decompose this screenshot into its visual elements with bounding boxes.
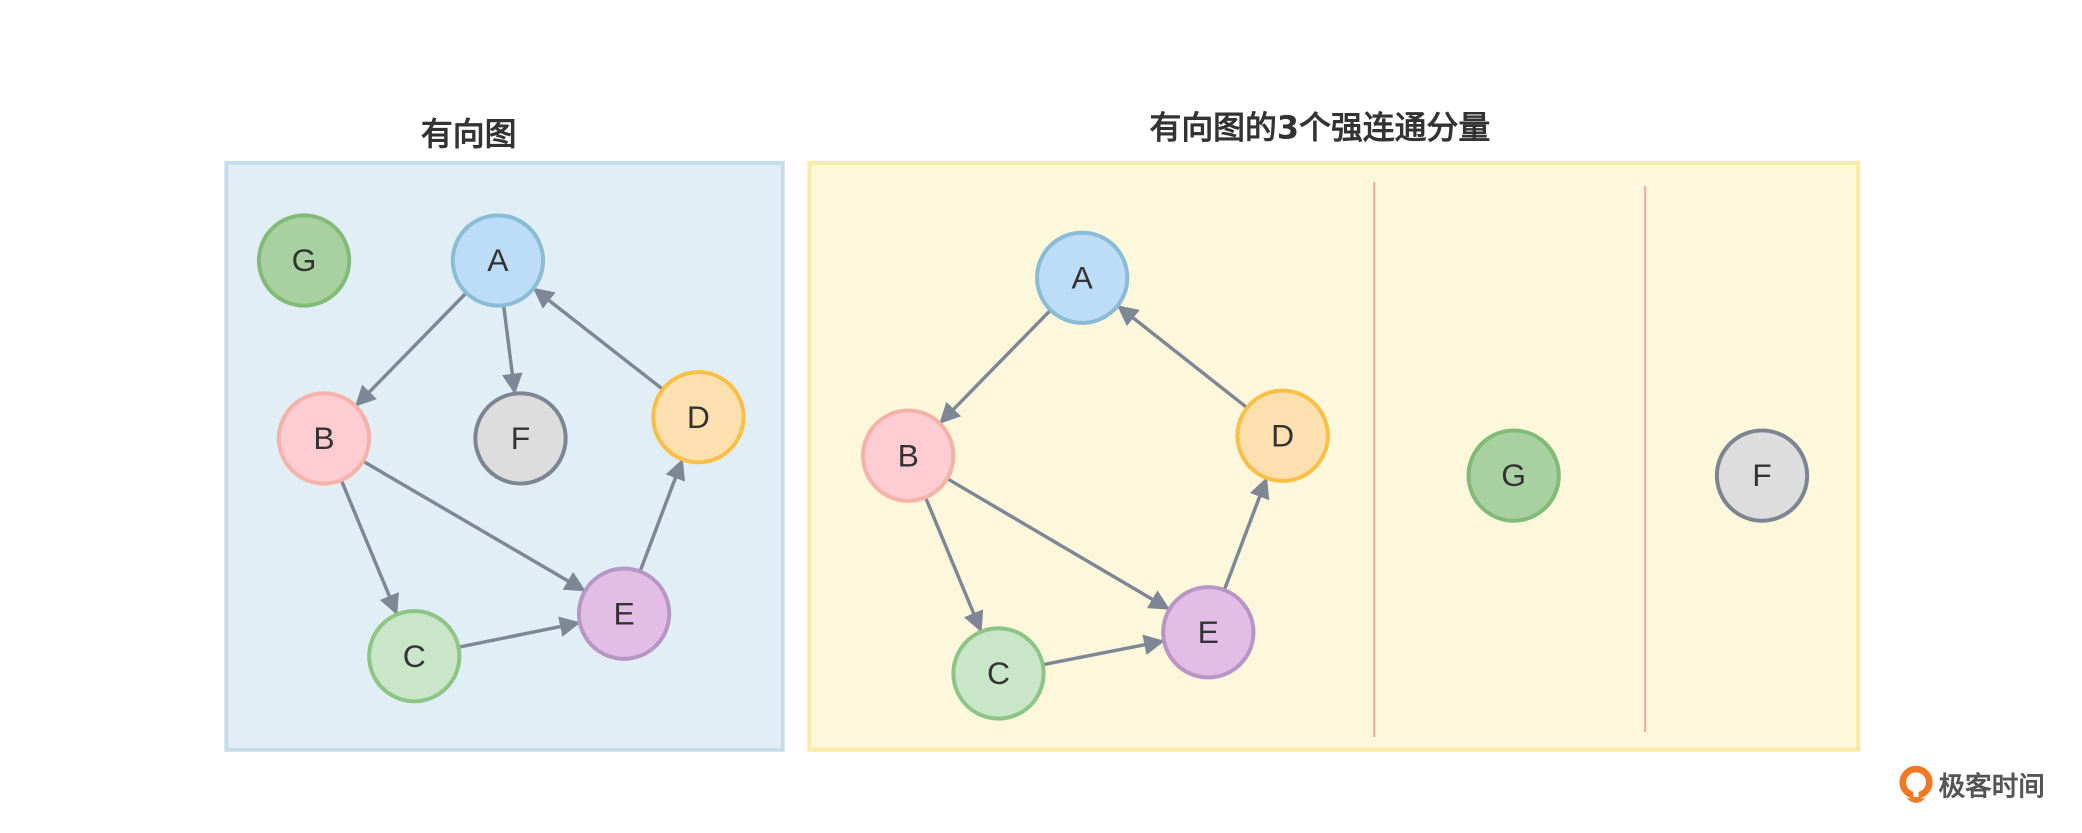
right-panel-node-a: A	[1035, 230, 1130, 325]
node-circle	[1035, 230, 1130, 325]
right-panel-edge-d-to-a	[1117, 305, 1249, 410]
node-label: E	[613, 595, 634, 631]
geektime-logo-icon	[1899, 765, 1933, 803]
node-label: B	[313, 420, 334, 456]
node-circle	[473, 391, 568, 486]
node-label: C	[403, 638, 426, 674]
watermark: 极客时间	[1899, 765, 2045, 803]
right-panel-node-e: E	[1161, 585, 1256, 680]
node-circle	[256, 213, 352, 308]
right-panel-edge-c-to-e	[1042, 634, 1165, 667]
left-panel-node-a: A	[450, 213, 546, 308]
node-label: F	[511, 420, 530, 456]
node-label: E	[1198, 614, 1219, 650]
left-panel-node-d: D	[651, 370, 746, 465]
node-circle	[861, 408, 956, 503]
node-label: G	[292, 242, 317, 278]
right-panel-edge-e-to-d	[1222, 477, 1270, 591]
left-panel-node-b: B	[276, 391, 372, 486]
left-panel-edge-c-to-e	[458, 616, 581, 649]
left-panel-edge-e-to-d	[638, 458, 686, 573]
right-panel-node-b: B	[861, 408, 956, 503]
node-circle	[450, 213, 546, 308]
right-panel-node-d: D	[1235, 388, 1330, 483]
node-label: D	[1271, 417, 1294, 453]
left-panel-edge-b-to-c	[339, 479, 399, 616]
left-panel-node-e: E	[576, 566, 672, 661]
node-label: F	[1752, 457, 1771, 493]
node-label: G	[1501, 457, 1526, 493]
left-panel-node-g: G	[256, 213, 352, 308]
node-label: C	[987, 655, 1010, 691]
node-circle	[1235, 388, 1330, 483]
node-circle	[576, 566, 672, 661]
left-panel-title: 有向图	[421, 115, 517, 153]
node-label: A	[487, 242, 509, 278]
left-panel-edge-d-to-a	[532, 287, 664, 391]
node-circle	[651, 370, 746, 465]
node-circle	[1466, 428, 1561, 523]
node-label: B	[898, 437, 919, 473]
node-circle	[276, 391, 372, 486]
right-panel-edge-b-to-e	[946, 477, 1171, 611]
right-panel-edge-a-to-b	[939, 308, 1052, 424]
watermark-text: 极客时间	[1939, 772, 2045, 803]
node-circle	[951, 626, 1046, 721]
node-circle	[1161, 585, 1256, 680]
left-panel-edge-b-to-e	[362, 459, 586, 592]
left-panel-edge-a-to-f	[501, 305, 523, 395]
left-panel-edge-a-to-b	[355, 291, 468, 407]
node-label: A	[1072, 259, 1094, 295]
left-panel-node-f: F	[473, 391, 568, 486]
node-circle	[367, 609, 462, 704]
node-circle	[1714, 428, 1810, 523]
right-panel-node-g: G	[1466, 428, 1561, 523]
node-label: D	[687, 399, 710, 435]
right-panel-node-c: C	[951, 626, 1046, 721]
right-panel-node-f: F	[1714, 428, 1810, 523]
right-panel-title: 有向图的3个强连通分量	[1149, 108, 1490, 146]
right-panel-edge-b-to-c	[923, 496, 984, 633]
left-panel-node-c: C	[367, 609, 462, 704]
